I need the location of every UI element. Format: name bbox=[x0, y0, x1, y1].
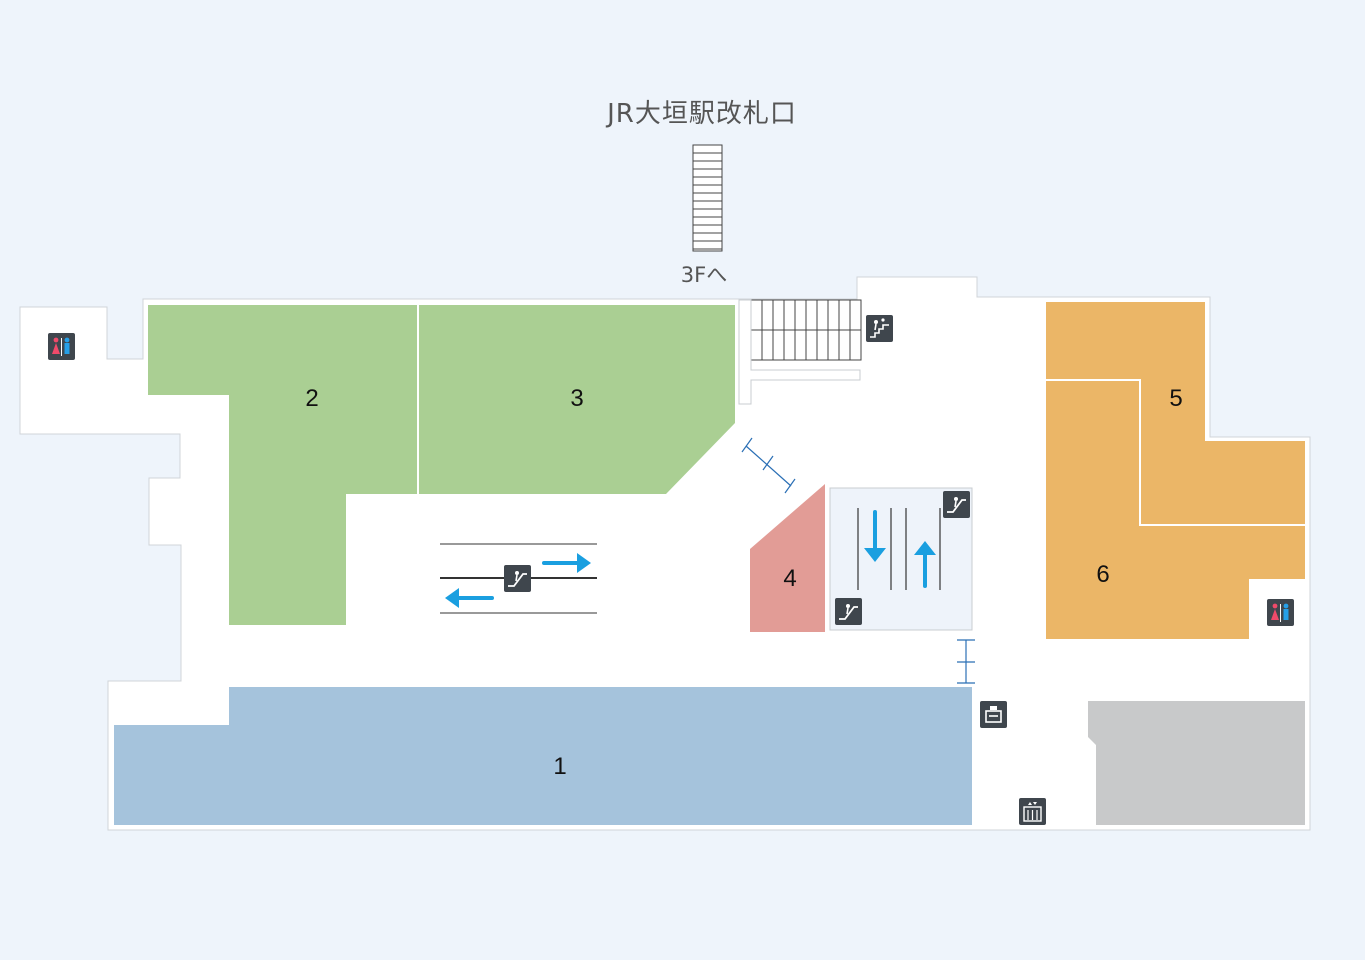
store-1[interactable]: 1 bbox=[114, 687, 972, 825]
back-area bbox=[1088, 701, 1305, 825]
doorway-marker-diagonal bbox=[741, 437, 796, 494]
restroom-icon[interactable] bbox=[48, 333, 75, 360]
doorway-marker-vertical bbox=[957, 639, 975, 684]
store-4[interactable]: 4 bbox=[750, 484, 825, 632]
elevator-icon[interactable] bbox=[1019, 798, 1046, 825]
store-6[interactable]: 6 bbox=[1046, 381, 1305, 639]
store-2[interactable]: 2 bbox=[148, 305, 417, 625]
store-3[interactable]: 3 bbox=[419, 305, 735, 494]
store-5-number: 5 bbox=[1169, 385, 1182, 412]
escalator-down-arrow bbox=[864, 510, 886, 562]
stairs-upper[interactable] bbox=[750, 299, 862, 361]
store-6-number: 6 bbox=[1096, 561, 1109, 588]
store-2-number: 2 bbox=[305, 385, 318, 412]
gate-label: JR大垣駅改札口 bbox=[605, 99, 797, 129]
escalator-right-arrow bbox=[542, 553, 591, 573]
store-1-number: 1 bbox=[553, 753, 566, 780]
stairs-to-3f[interactable] bbox=[692, 144, 723, 252]
escalator-icon[interactable] bbox=[943, 491, 970, 518]
stairs-icon[interactable] bbox=[866, 315, 893, 342]
store-5[interactable]: 5 bbox=[1046, 302, 1305, 524]
stairs-wall bbox=[738, 299, 861, 405]
store-3-number: 3 bbox=[570, 385, 583, 412]
aed-icon[interactable] bbox=[980, 701, 1007, 728]
store-4-number: 4 bbox=[783, 565, 796, 592]
escalator-icon[interactable] bbox=[504, 565, 531, 592]
escalator-up-arrow bbox=[914, 541, 936, 588]
escalator-icon[interactable] bbox=[835, 598, 862, 625]
stairs-label: 3Fへ bbox=[681, 263, 727, 287]
escalator-left-arrow bbox=[445, 588, 494, 608]
restroom-icon[interactable] bbox=[1267, 599, 1294, 626]
